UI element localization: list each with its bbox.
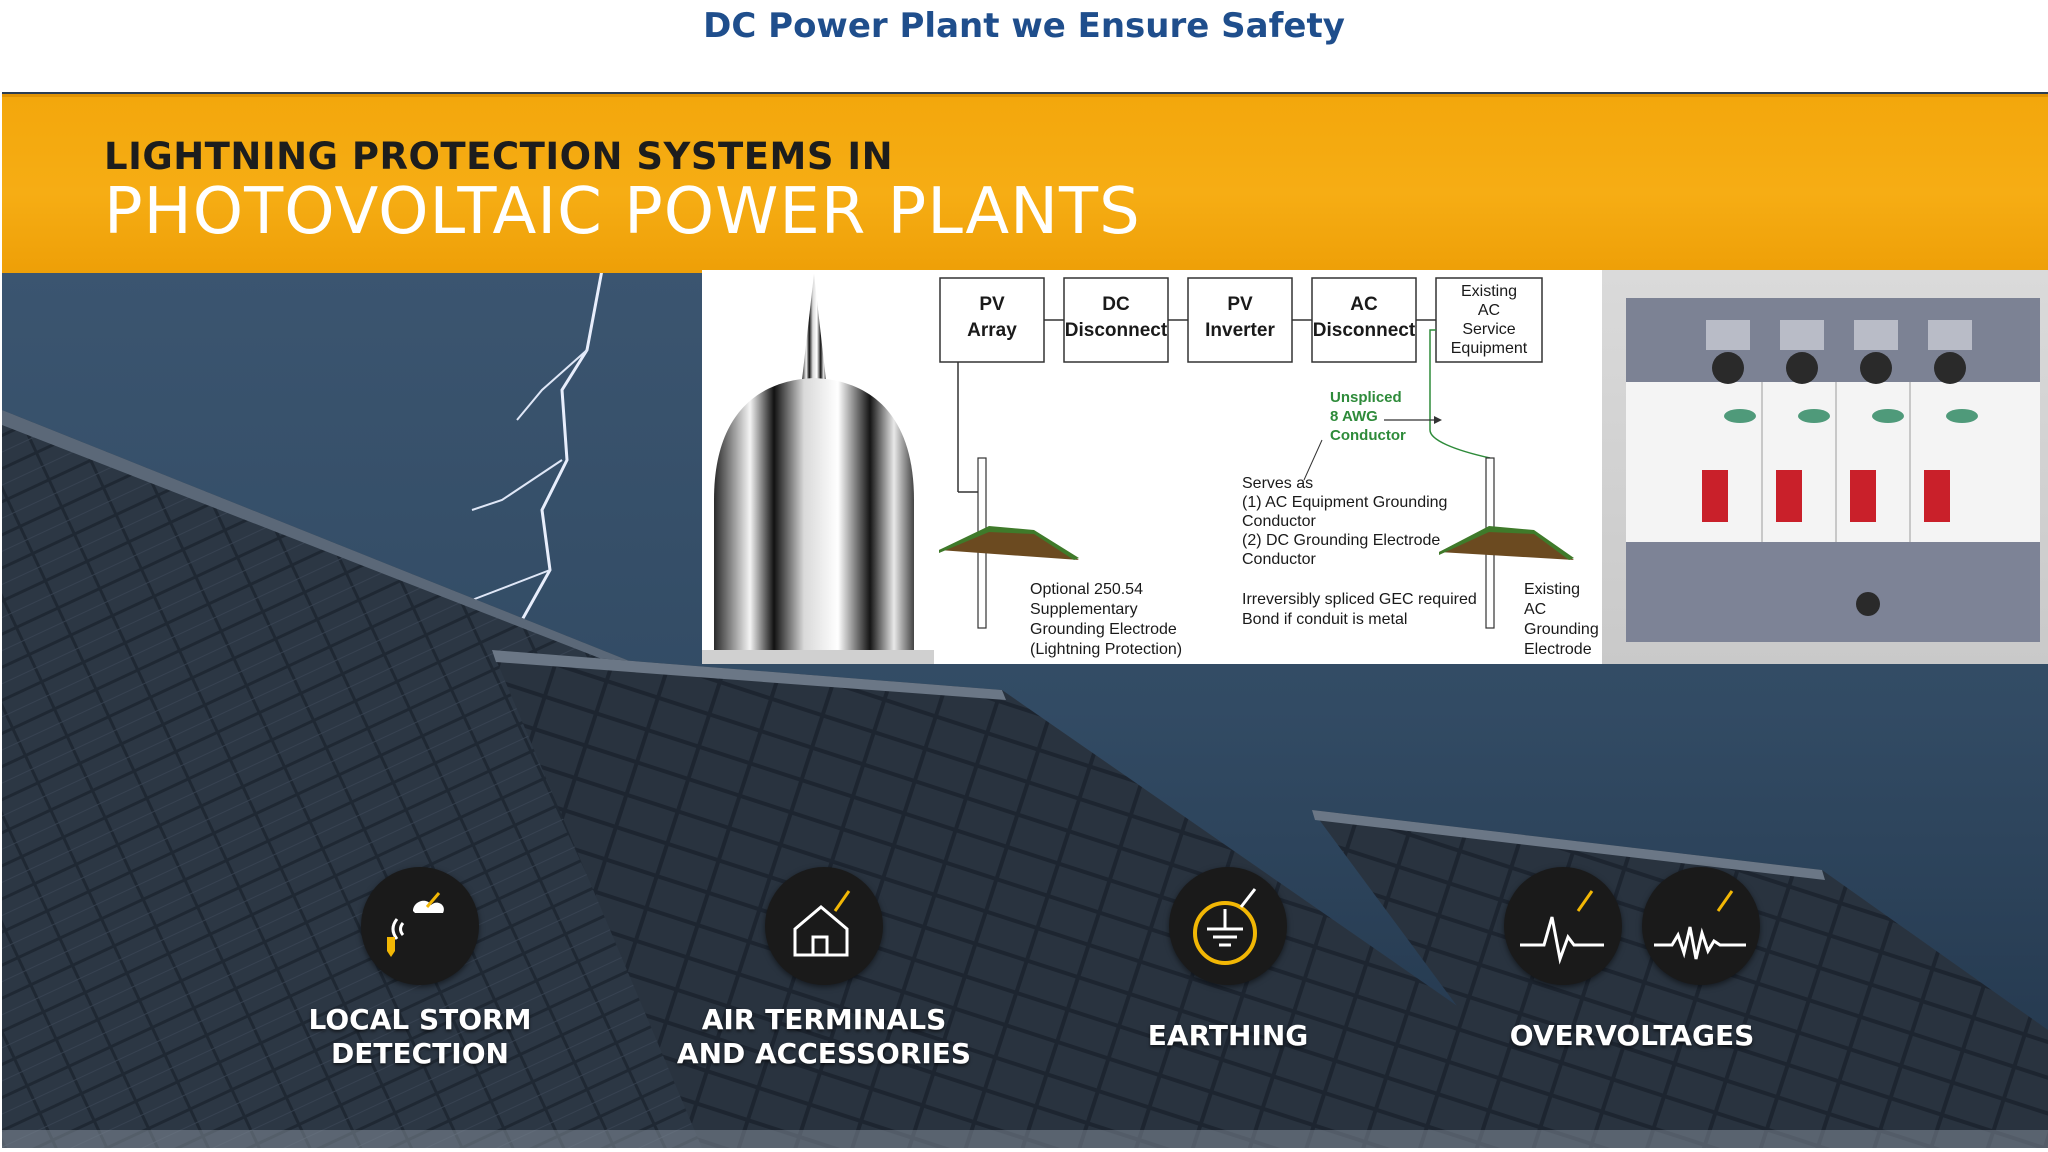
svg-text:Serves as: Serves as (1242, 475, 1313, 492)
svg-text:Disconnect: Disconnect (1313, 320, 1416, 341)
svg-text:Grounding: Grounding (1524, 621, 1599, 638)
svg-text:Disconnect: Disconnect (1065, 320, 1168, 341)
svg-text:Optional 250.54: Optional 250.54 (1030, 581, 1143, 598)
svg-text:AC: AC (1478, 302, 1500, 319)
feature-label: EARTHING (1147, 1019, 1309, 1052)
svg-text:PV: PV (979, 294, 1005, 315)
svg-text:Conductor: Conductor (1242, 551, 1316, 568)
svg-text:Electrode: Electrode (1524, 641, 1592, 658)
feature-earthing: EARTHING (1078, 867, 1378, 1053)
slide-title: DC Power Plant we Ensure Safety (703, 6, 1345, 46)
banner-heading-line2: PHOTOVOLTAIC POWER PLANTS (104, 175, 1141, 249)
storm-detection-icon (361, 867, 479, 985)
svg-text:(1) AC Equipment Grounding: (1) AC Equipment Grounding (1242, 494, 1447, 511)
svg-text:Conductor: Conductor (1242, 513, 1316, 530)
grounding-diagram: PV Array DC Disconnect PV Inverter AC Di… (934, 270, 1602, 664)
svg-text:(Lightning Protection): (Lightning Protection) (1030, 641, 1182, 658)
feature-label: OVERVOLTAGES (1509, 1019, 1755, 1052)
svg-text:Existing: Existing (1524, 581, 1580, 598)
diagram-box-dc-disconnect: DC Disconnect (1063, 277, 1169, 363)
diagram-box-ac-disconnect: AC Disconnect (1311, 277, 1417, 363)
feature-overvoltages: OVERVOLTAGES (1482, 867, 1782, 1053)
svg-text:PV: PV (1227, 294, 1253, 315)
svg-text:Supplementary: Supplementary (1030, 601, 1138, 618)
svg-text:Grounding Electrode: Grounding Electrode (1030, 621, 1177, 638)
banner-image: LIGHTNING PROTECTION SYSTEMS IN PHOTOVOL… (2, 92, 2048, 1148)
svg-text:Inverter: Inverter (1205, 320, 1275, 341)
svg-text:Service: Service (1462, 321, 1515, 338)
banner-heading-line1: LIGHTNING PROTECTION SYSTEMS IN (104, 135, 894, 178)
banner-header: LIGHTNING PROTECTION SYSTEMS IN PHOTOVOL… (2, 94, 2048, 273)
svg-text:8 AWG: 8 AWG (1330, 408, 1378, 425)
svg-text:(2) DC Grounding Electrode: (2) DC Grounding Electrode (1242, 532, 1440, 549)
house-air-terminal-icon (765, 867, 883, 985)
svg-text:DC: DC (1102, 294, 1130, 315)
svg-text:Equipment: Equipment (1451, 340, 1528, 357)
svg-text:Array: Array (967, 320, 1017, 341)
svg-text:AC: AC (1524, 601, 1546, 618)
diagram-box-existing-ac-service: Existing AC Service Equipment (1435, 277, 1543, 363)
surge-wave-icon (1642, 867, 1760, 985)
diagram-box-pv-array: PV Array (939, 277, 1045, 363)
svg-text:Irreversibly spliced GEC requi: Irreversibly spliced GEC required (1242, 591, 1477, 608)
earthing-icon (1169, 867, 1287, 985)
diagram-box-pv-inverter: PV Inverter (1187, 277, 1293, 363)
svg-text:Unspliced: Unspliced (1330, 389, 1402, 406)
overvoltage-icon (1504, 867, 1622, 985)
surge-protector-photo (1602, 270, 2048, 664)
svg-text:Bond if conduit is metal: Bond if conduit is metal (1242, 611, 1407, 628)
air-terminal-photo (702, 270, 934, 664)
svg-text:Conductor: Conductor (1330, 427, 1406, 444)
svg-text:AC: AC (1350, 294, 1378, 315)
svg-text:Existing: Existing (1461, 283, 1517, 300)
